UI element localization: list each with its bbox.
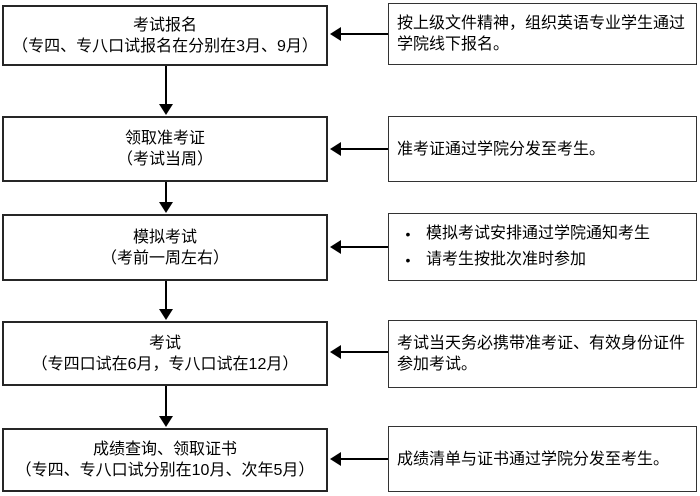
flow-step-admission-ticket: 领取准考证 （考试当周） bbox=[2, 116, 328, 182]
step-title: 考试 bbox=[148, 334, 181, 352]
flow-step-exam: 考试 （专四口试在6月，专八口试在12月） bbox=[2, 321, 328, 386]
note-text: 成绩清单与证书通过学院分发至考生。 bbox=[397, 450, 670, 468]
note-bullet-item: • 模拟考试安排通过学院通知考生 bbox=[397, 221, 690, 247]
left-arrow-head-icon bbox=[330, 142, 341, 156]
note-text: 请考生按批次准时参加 bbox=[426, 251, 587, 268]
flow-step-mock-exam: 模拟考试 （考前一周左右） bbox=[2, 214, 328, 281]
step-subtitle: （专四、专八口试报名在分别在3月、9月） bbox=[12, 37, 318, 55]
note-bullet-item: • 请考生按批次准时参加 bbox=[397, 247, 690, 273]
left-arrow-head-icon bbox=[330, 27, 341, 41]
down-arrow-line bbox=[165, 66, 167, 105]
note-mock-exam: • 模拟考试安排通过学院通知考生 • 请考生按批次准时参加 bbox=[388, 213, 697, 281]
note-registration: 按上级文件精神，组织英语专业学生通过学院线下报名。 bbox=[388, 3, 697, 65]
step-title: 领取准考证 bbox=[124, 130, 205, 147]
down-arrow-line bbox=[165, 281, 167, 310]
bullet-icon: • bbox=[405, 252, 411, 268]
left-arrow-line bbox=[340, 351, 388, 353]
down-arrow-head-icon bbox=[159, 202, 173, 213]
left-arrow-line bbox=[340, 246, 388, 248]
down-arrow-line bbox=[165, 386, 167, 417]
step-subtitle: （考试当周） bbox=[116, 151, 213, 168]
step-subtitle: （专四口试在6月，专八口试在12月） bbox=[31, 355, 299, 373]
step-title: 成绩查询、领取证书 bbox=[92, 441, 237, 458]
left-arrow-head-icon bbox=[330, 452, 341, 466]
flow-step-results-certificate: 成绩查询、领取证书 （专四、专八口试分别在10月、次年5月） bbox=[2, 428, 328, 492]
left-arrow-head-icon bbox=[330, 345, 341, 359]
down-arrow-head-icon bbox=[159, 416, 173, 427]
note-text: 考试当天务必携带准考证、有效身份证件参加考试。 bbox=[397, 335, 686, 373]
note-exam-day: 考试当天务必携带准考证、有效身份证件参加考试。 bbox=[388, 320, 697, 388]
left-arrow-line bbox=[340, 33, 388, 35]
note-text: 按上级文件精神，组织英语专业学生通过学院线下报名。 bbox=[397, 15, 686, 53]
down-arrow-line bbox=[165, 182, 167, 203]
left-arrow-line bbox=[340, 148, 388, 150]
step-title: 考试报名 bbox=[132, 16, 197, 34]
note-admission-ticket: 准考证通过学院分发至考生。 bbox=[388, 116, 697, 182]
note-results: 成绩清单与证书通过学院分发至考生。 bbox=[388, 426, 697, 492]
left-arrow-head-icon bbox=[330, 240, 341, 254]
step-subtitle: （考前一周左右） bbox=[100, 249, 229, 267]
flow-step-registration: 考试报名 （专四、专八口试报名在分别在3月、9月） bbox=[2, 5, 328, 66]
note-text: 准考证通过学院分发至考生。 bbox=[397, 140, 606, 158]
step-title: 模拟考试 bbox=[132, 228, 197, 246]
down-arrow-head-icon bbox=[159, 104, 173, 115]
note-text: 模拟考试安排通过学院通知考生 bbox=[426, 225, 651, 242]
step-subtitle: （专四、专八口试分别在10月、次年5月） bbox=[15, 462, 315, 479]
left-arrow-line bbox=[340, 458, 388, 460]
bullet-icon: • bbox=[405, 226, 411, 242]
down-arrow-head-icon bbox=[159, 309, 173, 320]
